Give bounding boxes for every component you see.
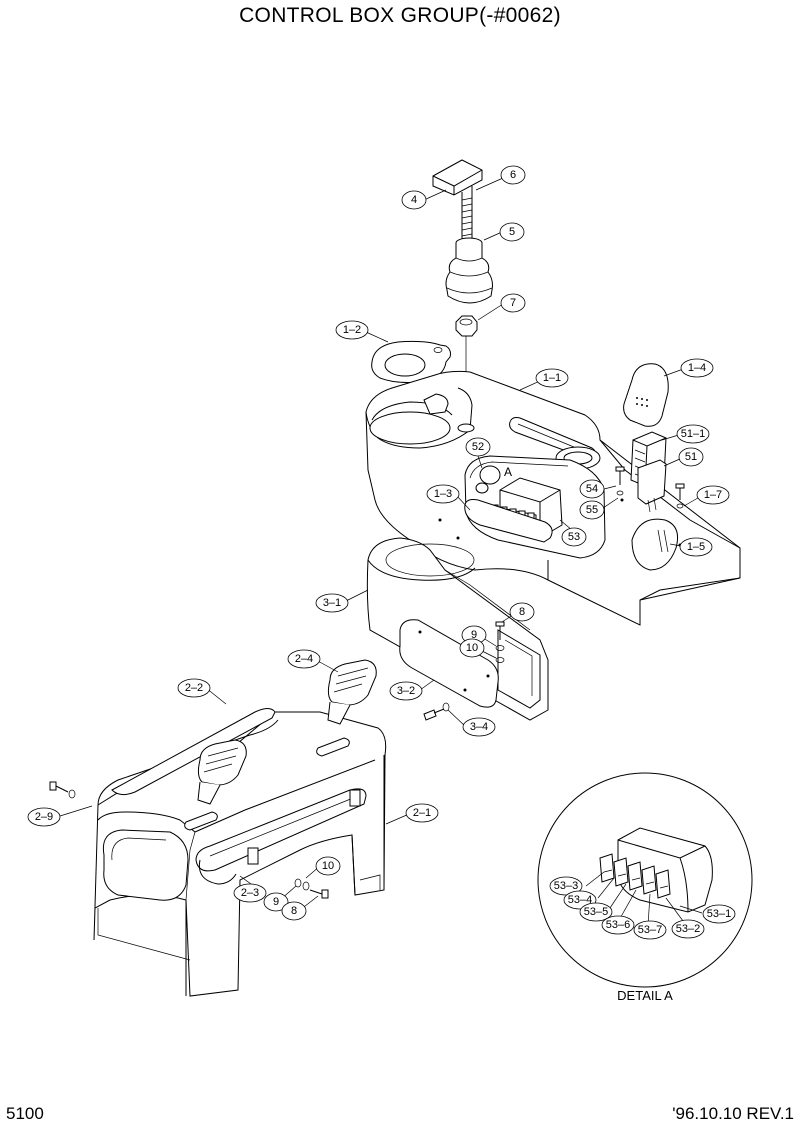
rubber-grip (445, 237, 493, 304)
callout-1-7: 1–7 (696, 485, 730, 505)
callout-53: 53 (561, 527, 587, 547)
callout-label: 2–9 (35, 811, 53, 823)
callout-label: 9 (471, 629, 477, 641)
callout-52: 52 (465, 437, 491, 457)
callout-label: 53–7 (638, 924, 662, 936)
callout-2-3: 2–3 (233, 883, 267, 903)
callout-label: 53–1 (707, 908, 731, 920)
callout-label: 7 (510, 297, 516, 309)
callout-label: 1–3 (434, 488, 452, 500)
callout-label: 2–2 (185, 682, 203, 694)
callout-7: 7 (500, 293, 526, 313)
connector-stack (630, 431, 667, 513)
callout-label: 1–1 (543, 372, 561, 384)
callout-label: 2–4 (295, 653, 313, 665)
callout-6: 6 (500, 165, 526, 185)
screw-3-4 (423, 702, 450, 721)
callout-5: 5 (499, 222, 525, 242)
handle-knob (432, 159, 483, 240)
cover-plate (623, 363, 669, 427)
callout-1-2: 1–2 (335, 320, 369, 340)
side-panel (399, 619, 499, 708)
callout-4: 4 (401, 190, 427, 210)
callout-label: 2–3 (241, 887, 259, 899)
ring-plate (371, 340, 451, 383)
callout-2-1: 2–1 (405, 803, 439, 823)
callout-label: 6 (510, 169, 516, 181)
callout-label: 51–1 (681, 428, 705, 440)
callout-label: 3–1 (323, 597, 341, 609)
switch-module-a (464, 477, 563, 543)
callout-54: 54 (579, 479, 605, 499)
callout-label: 55 (586, 504, 598, 516)
callout-1-5: 1–5 (679, 537, 713, 557)
callout-label: 51 (685, 451, 697, 463)
callout-10b: 10 (315, 856, 341, 876)
callout-label: 53–4 (568, 894, 592, 906)
callout-label: 1–2 (343, 324, 361, 336)
callout-2-9: 2–9 (27, 807, 61, 827)
callout-2-2: 2–2 (177, 678, 211, 698)
callout-label: 1–7 (704, 489, 722, 501)
callout-3-2: 3–2 (389, 681, 423, 701)
callout-53-6: 53–6 (601, 915, 635, 935)
callout-label: 53–2 (676, 923, 700, 935)
page-title: CONTROL BOX GROUP(-#0062) (239, 4, 561, 27)
screw-set-bottom (294, 878, 329, 899)
detail-marker: A (504, 465, 512, 479)
callout-55: 55 (579, 500, 605, 520)
callout-8a: 8 (509, 602, 535, 622)
callout-2-4: 2–4 (287, 649, 321, 669)
callout-3-4: 3–4 (462, 717, 496, 737)
callout-label: 10 (322, 860, 334, 872)
callout-1-3: 1–3 (426, 484, 460, 504)
callout-label: 2–1 (413, 807, 431, 819)
detail-a-view (537, 772, 753, 988)
lower-housing (366, 537, 549, 721)
callout-1-4: 1–4 (680, 358, 714, 378)
callout-53-5: 53–5 (579, 902, 613, 922)
callout-51-1: 51–1 (676, 424, 710, 444)
callout-8b: 8 (281, 901, 307, 921)
callout-label: 52 (472, 441, 484, 453)
revision-date: '96.10.10 REV.1 (672, 1104, 794, 1123)
callout-label: 53 (568, 531, 580, 543)
callout-53-2: 53–2 (671, 919, 705, 939)
callout-label: 8 (291, 905, 297, 917)
callout-53-1: 53–1 (702, 904, 736, 924)
rubber-pad-rear (327, 659, 377, 725)
callout-label: 53–5 (584, 906, 608, 918)
page-number: 5100 (6, 1104, 44, 1123)
callout-label: 1–5 (687, 541, 705, 553)
callout-bubbles: 6 4 5 7 1–2 1–1 1–4 51–1 51 52 54 55 1–7 1–3 53 1–5 3–1 8… (27, 165, 736, 940)
callout-53-3: 53–3 (549, 876, 583, 896)
callout-label: 10 (466, 642, 478, 654)
callout-label: 3–4 (470, 721, 488, 733)
screw-set-right (495, 621, 505, 663)
callout-label: 5 (509, 226, 515, 238)
callout-1-1: 1–1 (535, 368, 569, 388)
rubber-pad-front (197, 739, 247, 805)
callout-label: 53–3 (554, 880, 578, 892)
callout-label: 3–2 (397, 685, 415, 697)
callout-label: 8 (519, 606, 525, 618)
callout-label: 9 (273, 896, 279, 908)
callout-10a: 10 (459, 638, 485, 658)
top-cover (111, 708, 276, 796)
callout-label: 54 (586, 483, 598, 495)
screw-2-9 (49, 781, 76, 799)
callout-9b: 9 (263, 892, 289, 912)
callout-51: 51 (678, 447, 704, 467)
rail-bracket (195, 788, 367, 885)
bolts-upper (615, 466, 685, 509)
callout-label: 53–6 (606, 919, 630, 931)
callout-53-7: 53–7 (633, 920, 667, 940)
detail-caption: DETAIL A (617, 988, 673, 1003)
callout-label: 4 (411, 194, 417, 206)
callout-3-1: 3–1 (315, 593, 349, 613)
callout-label: 1–4 (688, 362, 706, 374)
